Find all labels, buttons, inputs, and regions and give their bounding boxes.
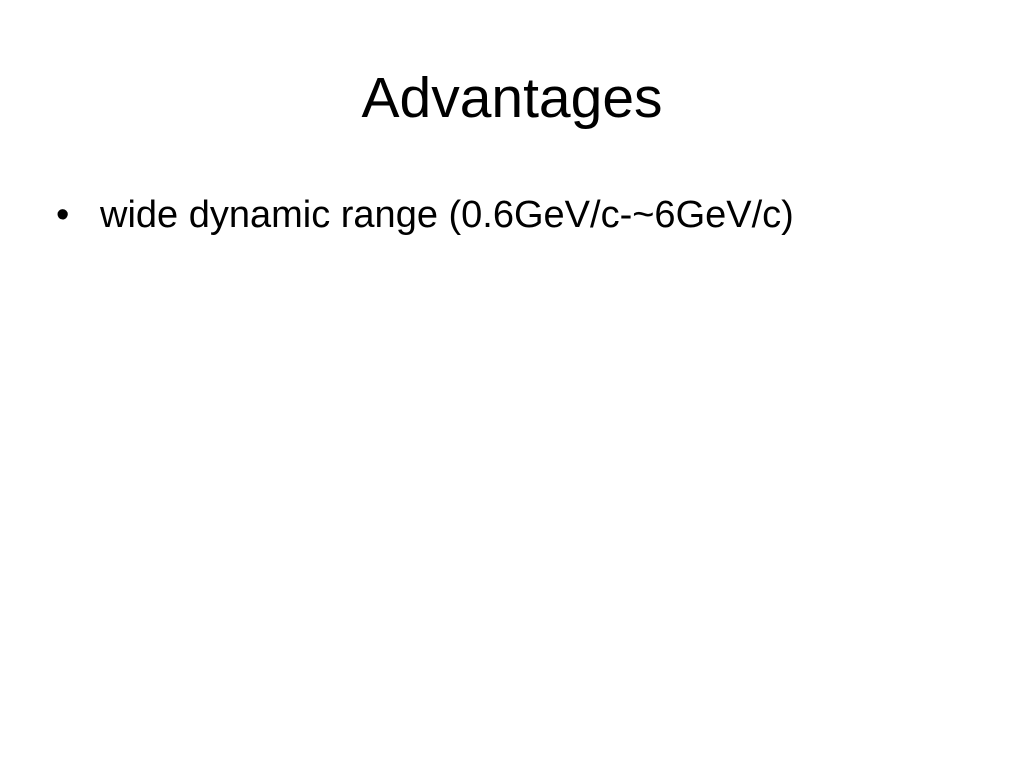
bullet-item: • wide dynamic range (0.6GeV/c-~6GeV/c): [56, 190, 986, 240]
slide-title: Advantages: [361, 66, 663, 130]
bullet-list: • wide dynamic range (0.6GeV/c-~6GeV/c): [56, 190, 986, 240]
bullet-marker-icon: •: [56, 194, 70, 236]
bullet-text: wide dynamic range (0.6GeV/c-~6GeV/c): [100, 194, 794, 236]
